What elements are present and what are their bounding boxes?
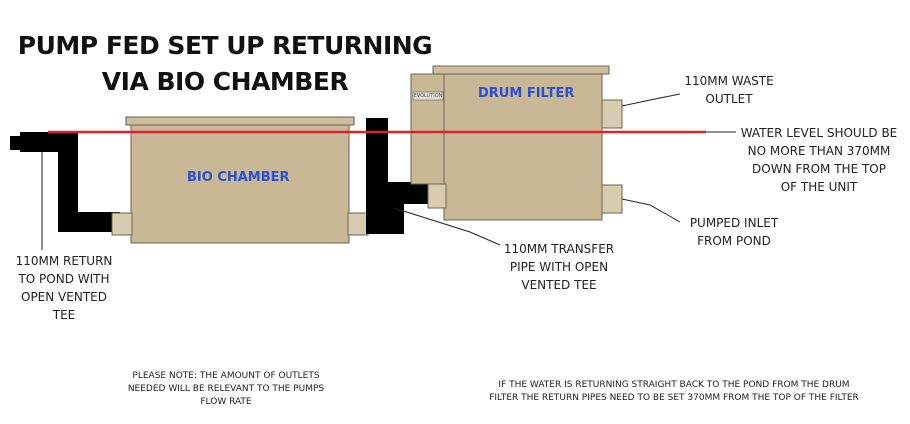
transfer-pipe — [366, 118, 428, 234]
pumped-inlet-leader — [621, 198, 681, 223]
title-line-1: PUMP FED SET UP RETURNING — [17, 31, 433, 60]
waste-outlet-callout: 110MM WASTE OUTLET — [684, 74, 774, 106]
water-level-callout: WATER LEVEL SHOULD BE NO MORE THAN 370MM… — [740, 126, 898, 194]
returning-note: IF THE WATER IS RETURNING STRAIGHT BACK … — [489, 380, 859, 403]
drum-filter — [410, 65, 623, 221]
return-pipe-callout: 110MM RETURN TO POND WITH OPEN VENTED TE… — [15, 254, 113, 322]
transfer-pipe-callout: 110MM TRANSFER PIPE WITH OPEN VENTED TEE — [503, 242, 615, 292]
bio-chamber — [111, 116, 369, 244]
pumped-inlet-callout: PUMPED INLET FROM POND — [689, 216, 779, 248]
leader-lines — [41, 93, 736, 250]
drum-filter-label: DRUM FILTER — [478, 86, 575, 101]
diagram-title: PUMP FED SET UP RETURNING VIA BIO CHAMBE… — [0, 28, 450, 100]
return-pipe — [10, 132, 120, 232]
transfer-pipe-leader — [393, 207, 501, 246]
bio-chamber-label: BIO CHAMBER — [187, 170, 290, 185]
drum-filter-badge: EVOLUTION — [413, 93, 443, 99]
title-line-2: VIA BIO CHAMBER — [101, 67, 349, 96]
waste-outlet-leader — [621, 93, 681, 107]
outlets-note: PLEASE NOTE: THE AMOUNT OF OUTLETS NEEDE… — [127, 371, 325, 407]
